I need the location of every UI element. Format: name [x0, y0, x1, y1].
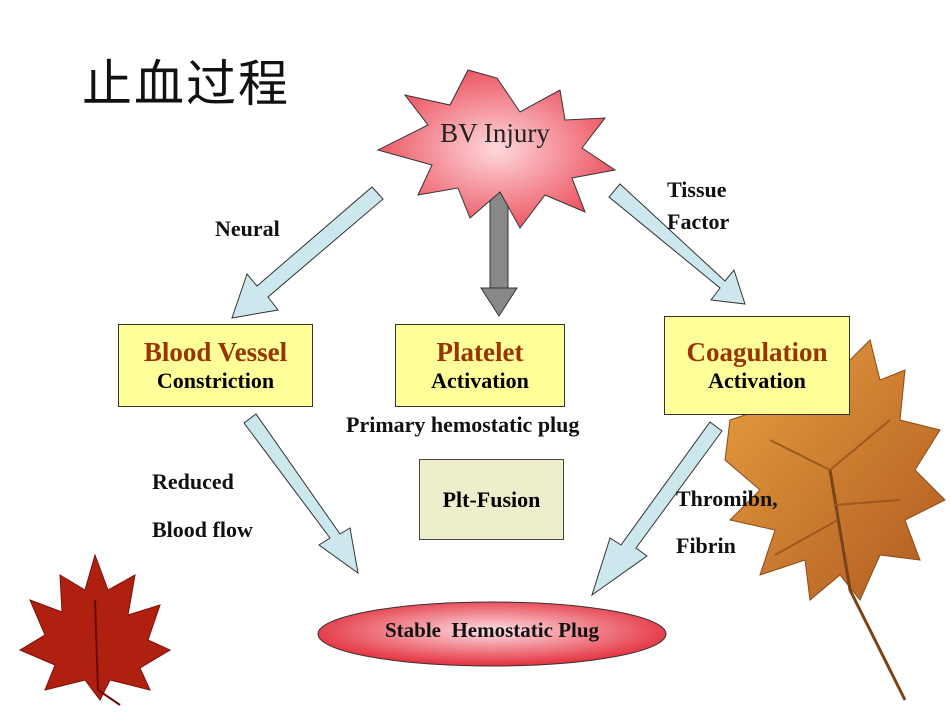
arrow-reduced-flow: [243, 413, 359, 575]
page-title: 止血过程: [82, 55, 290, 113]
tissue-factor-label: Tissue Factor: [667, 174, 729, 238]
neural-label: Neural: [215, 216, 280, 241]
platelet-sub: Activation: [431, 368, 529, 393]
factor-label: Factor: [667, 209, 730, 234]
coagulation-title: Coagulation: [686, 337, 828, 367]
arrow-injury-to-platelet: [489, 189, 509, 289]
platelet-title: Platelet: [436, 337, 524, 367]
reduced-label: Reduced: [152, 469, 234, 494]
platelet-box: Platelet Activation: [395, 324, 565, 407]
tissue-label: Tissue: [667, 177, 727, 202]
fibrin-label: Fibrin: [676, 533, 736, 558]
coagulation-box: Coagulation Activation: [664, 316, 850, 415]
stable-plug-label: Stable Hemostatic Plug: [384, 618, 600, 642]
coagulation-sub: Activation: [708, 368, 806, 393]
blood-vessel-sub: Constriction: [156, 368, 275, 393]
arrow-tissue-factor: [608, 183, 746, 305]
primary-plug-label: Primary hemostatic plug: [346, 412, 580, 437]
blood-vessel-title: Blood Vessel: [143, 337, 288, 367]
thrombin-label: Thromibn,: [676, 486, 778, 511]
stable-plug-ellipse: [317, 601, 667, 667]
maple-leaf-red-icon: [18, 553, 172, 706]
arrow-thrombin: [591, 421, 723, 597]
blood-flow-label: Blood flow: [152, 517, 253, 542]
injury-label: BV Injury: [440, 118, 550, 148]
plt-fusion-box: Plt-Fusion: [419, 459, 564, 540]
injury-starburst-icon: [376, 69, 617, 229]
blood-vessel-box: Blood Vessel Constriction: [118, 324, 313, 407]
arrow-neural: [231, 186, 384, 319]
arrow-head-platelet: [480, 287, 518, 317]
